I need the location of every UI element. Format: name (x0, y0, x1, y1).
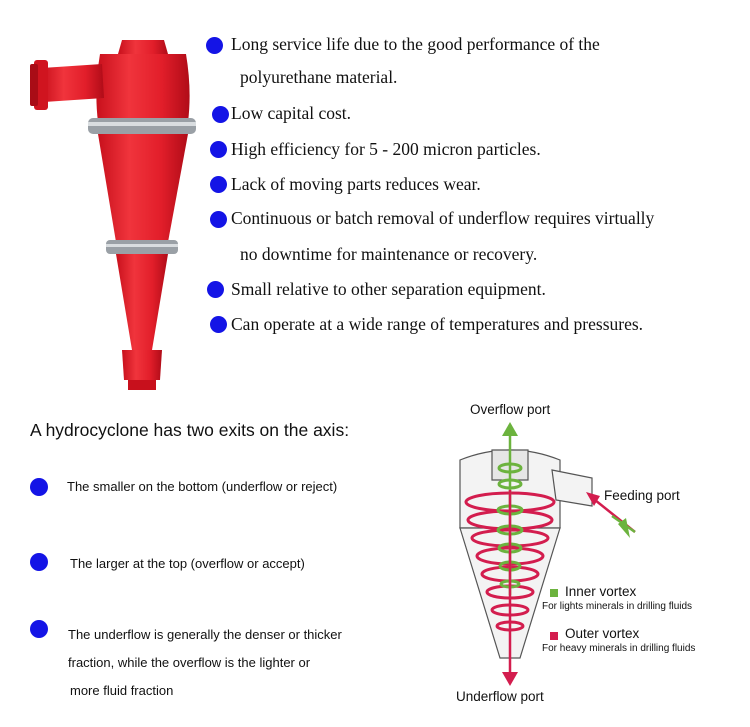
exit-item-text: The underflow is generally the denser or… (68, 627, 342, 642)
inner-vortex-subtitle: For lights minerals in drilling fluids (542, 601, 693, 612)
bullet-icon (206, 37, 223, 54)
exit-item-text: The larger at the top (overflow or accep… (70, 556, 305, 571)
inner-vortex-title: Inner vortex (565, 584, 637, 599)
bullet-icon (210, 316, 227, 333)
feeding-port-label: Feeding port (604, 488, 680, 503)
bullet-icon (207, 281, 224, 298)
feature-text: Long service life due to the good perfor… (231, 34, 600, 54)
inner-vortex-swatch (550, 589, 558, 597)
hydrocyclone-product-image (30, 40, 196, 390)
feature-text: polyurethane material. (240, 67, 398, 87)
bullet-icon (30, 620, 48, 638)
outer-vortex-subtitle: For heavy minerals in drilling fluids (542, 643, 696, 654)
bullet-icon (30, 478, 48, 496)
feature-text: Continuous or batch removal of underflow… (231, 208, 655, 228)
bullet-icon (210, 211, 227, 228)
exit-item-text: fraction, while the overflow is the ligh… (68, 655, 311, 670)
outer-vortex-title: Outer vortex (565, 626, 640, 641)
feature-text: High efficiency for 5 - 200 micron parti… (231, 139, 541, 159)
feature-text: Low capital cost. (231, 103, 352, 123)
underflow-port-label: Underflow port (456, 689, 544, 704)
outer-vortex-swatch (550, 632, 558, 640)
feature-text: Small relative to other separation equip… (231, 279, 546, 299)
exits-heading: A hydrocyclone has two exits on the axis… (30, 420, 350, 440)
bullet-icon (212, 106, 229, 123)
exit-item-text: more fluid fraction (70, 683, 174, 698)
bullet-icon (30, 553, 48, 571)
exit-item-text: The smaller on the bottom (underflow or … (67, 479, 338, 494)
bullet-icon (210, 176, 227, 193)
feature-text: no downtime for maintenance or recovery. (240, 244, 538, 264)
overflow-port-label: Overflow port (470, 402, 551, 417)
feature-text: Can operate at a wide range of temperatu… (231, 314, 644, 334)
bullet-icon (210, 141, 227, 158)
feature-text: Lack of moving parts reduces wear. (231, 174, 481, 194)
hydrocyclone-diagram (459, 422, 636, 686)
